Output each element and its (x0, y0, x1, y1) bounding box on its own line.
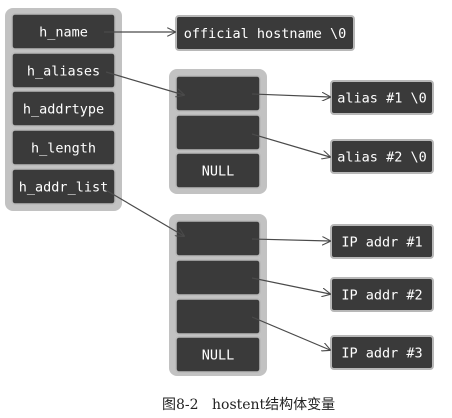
ip-addr-3-label: IP addr #3 (341, 346, 422, 362)
alias-1-label: alias #1 \0 (337, 91, 426, 107)
addr-list-null-box (175, 336, 261, 373)
addr-list-null-label: NULL (202, 348, 235, 364)
field-h-name-label: h_name (39, 25, 88, 41)
field-h-aliases-box (11, 52, 116, 89)
arrow-h-addr-list-to-array (103, 188, 184, 236)
alias-2-node: alias #2 \0 (330, 139, 434, 174)
aliases-null-slot: NULL (175, 152, 261, 189)
hostname-node: official hostname \0 (175, 15, 355, 51)
aliases-null-label: NULL (202, 164, 235, 180)
field-h-length: h_length (11, 129, 116, 166)
arrow-addr-slot-3-to-ip-3 (251, 316, 330, 350)
field-h-addrtype: h_addrtype (11, 90, 116, 127)
pointer-arrows (103, 32, 330, 350)
addr-list-slot-1 (175, 220, 261, 257)
field-h-addrtype-box (11, 90, 116, 127)
field-h-aliases: h_aliases (11, 52, 116, 89)
ip-addr-2-node: IP addr #2 (330, 277, 434, 312)
alias-2-label: alias #2 \0 (337, 150, 426, 166)
aliases-null-box (175, 152, 261, 189)
ip-addr-1-node: IP addr #1 (330, 224, 434, 259)
arrow-h-aliases-to-array (105, 71, 184, 95)
arrow-alias-slot-1-to-alias-1 (251, 94, 330, 97)
field-h-name: h_name (11, 13, 116, 50)
figure-caption-text: hostent结构体变量 (212, 397, 335, 413)
addr-list-null-slot: NULL (175, 336, 261, 373)
alias-1-node: alias #1 \0 (330, 80, 434, 115)
figure-caption: 图8-2 hostent结构体变量 (162, 397, 335, 413)
ip-addr-3-node: IP addr #3 (330, 335, 434, 370)
figure-caption-number: 图8-2 (162, 397, 199, 413)
ip-addr-1-label: IP addr #1 (341, 235, 422, 251)
arrow-alias-slot-2-to-alias-2 (251, 133, 330, 157)
field-h-aliases-label: h_aliases (27, 64, 100, 80)
field-h-length-box (11, 129, 116, 166)
field-h-addr-list-box (11, 168, 116, 205)
arrow-addr-slot-1-to-ip-1 (251, 239, 330, 241)
field-h-addr-list: h_addr_list (11, 168, 116, 205)
aliases-slot-2 (175, 114, 261, 151)
hostname-label: official hostname \0 (184, 26, 347, 42)
field-h-addrtype-label: h_addrtype (23, 102, 104, 118)
arrow-addr-slot-2-to-ip-2 (251, 277, 330, 294)
hostname-box (175, 15, 355, 51)
ip-addr-2-label: IP addr #2 (341, 288, 422, 304)
field-h-addr-list-label: h_addr_list (19, 180, 108, 196)
addr-list-slot-2 (175, 259, 261, 296)
field-h-length-label: h_length (31, 141, 96, 157)
ip-addr-3-box (330, 335, 434, 370)
addr-list-slot-3 (175, 298, 261, 335)
aliases-slot-1 (175, 75, 261, 112)
